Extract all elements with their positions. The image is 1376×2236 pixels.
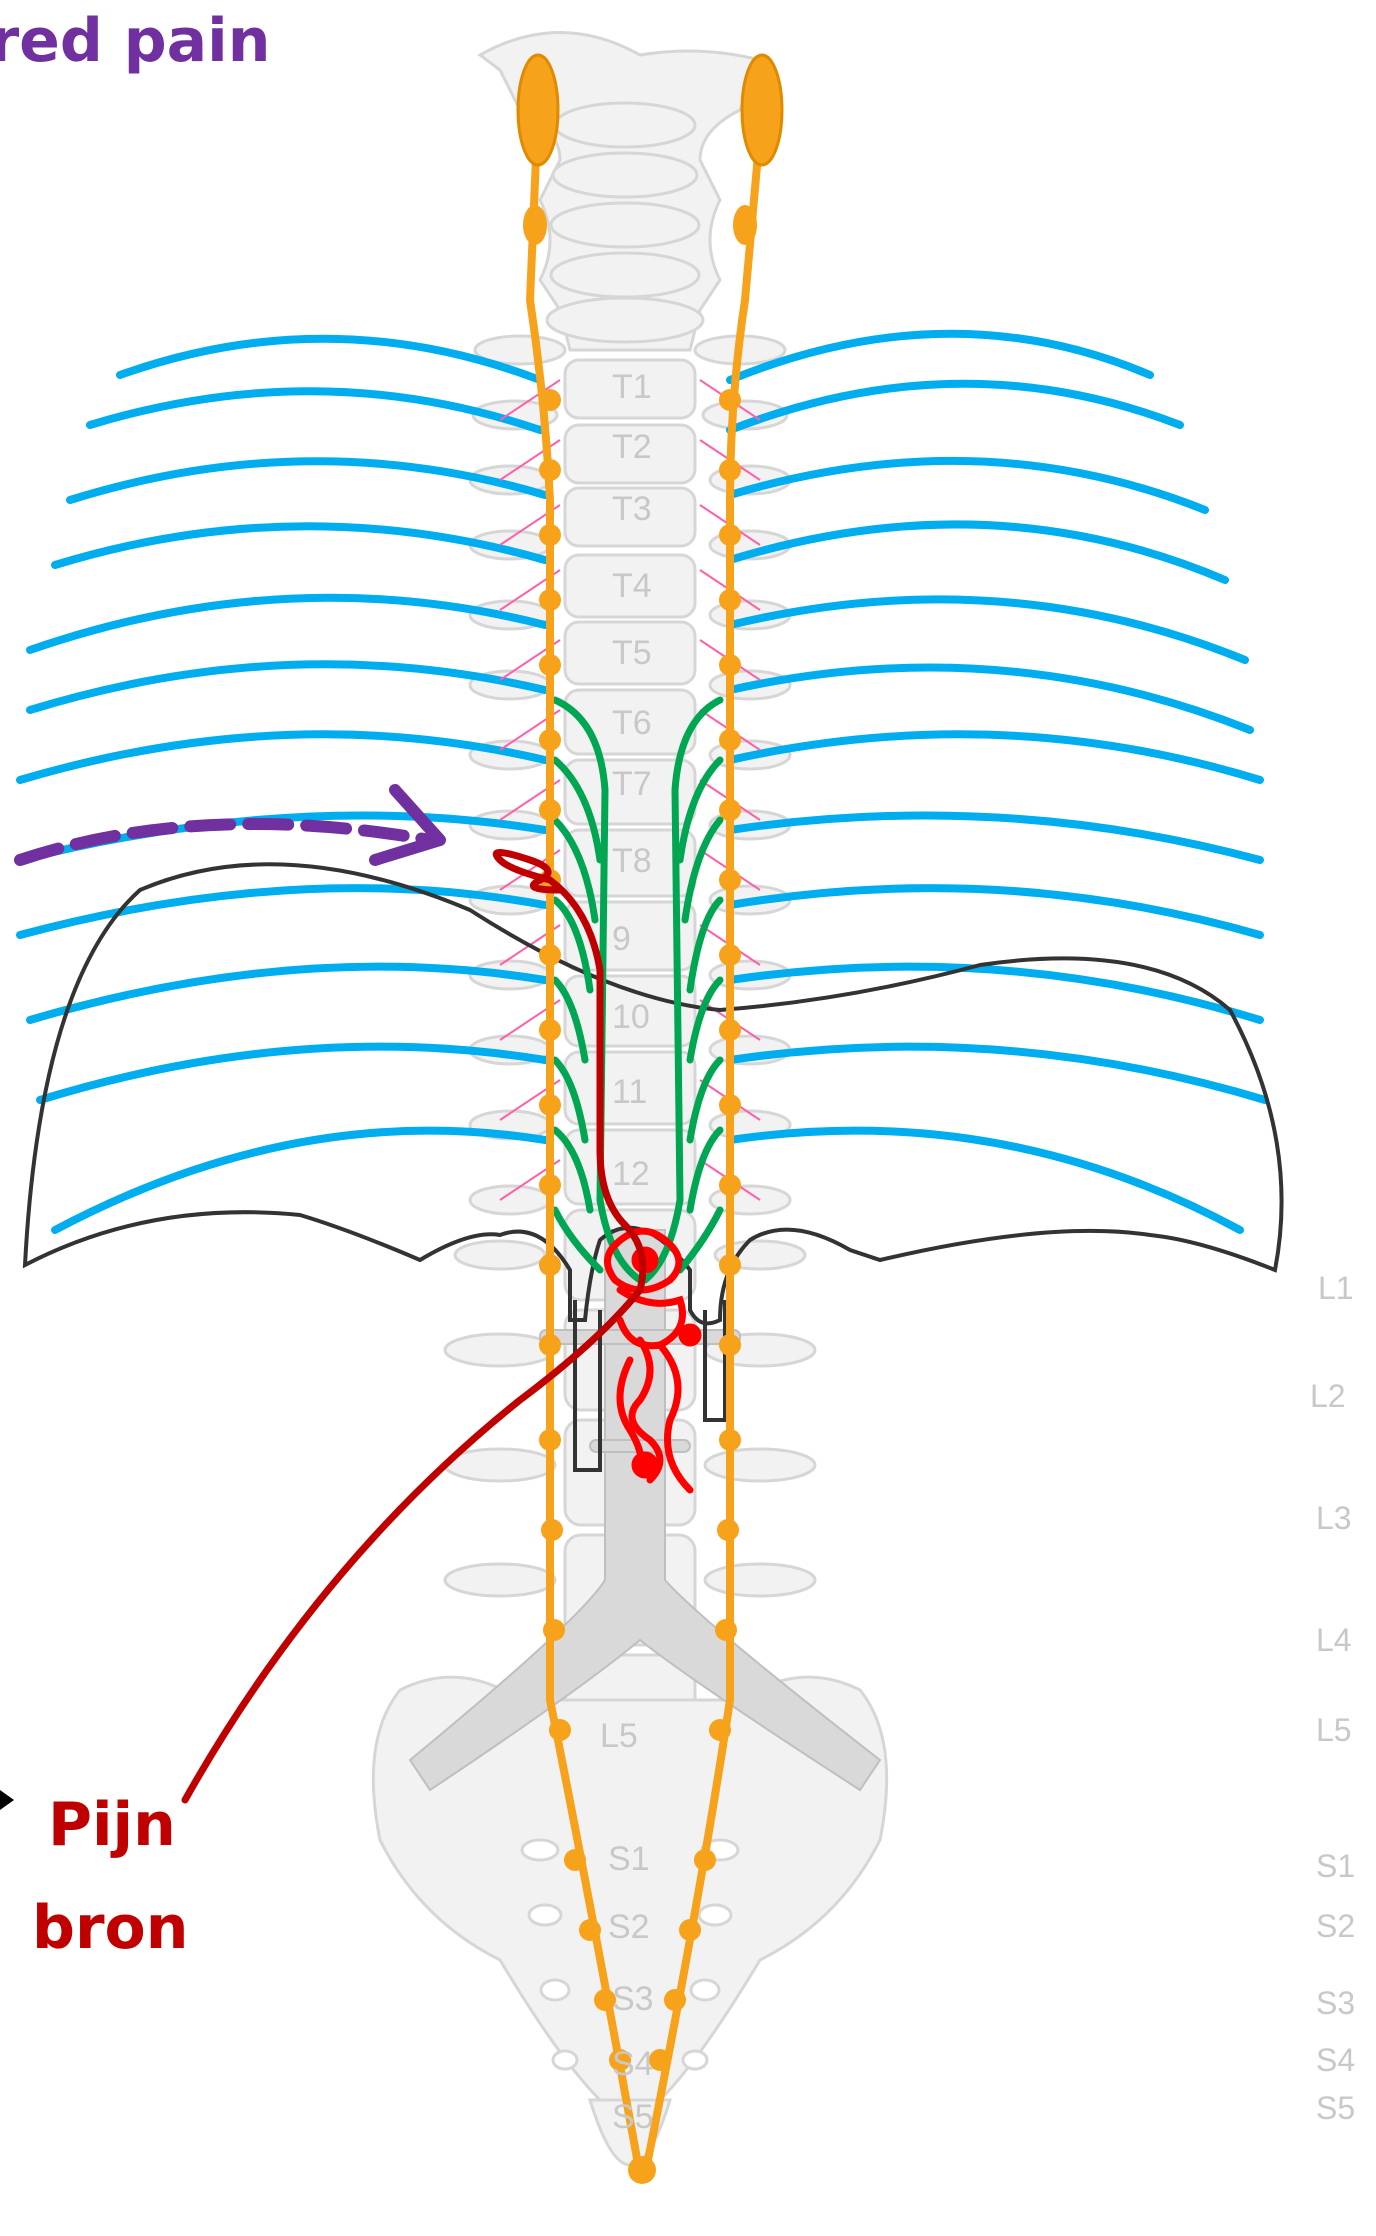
vertebra-label: T2 [612,428,652,466]
level-label-s3: S3 [1316,1985,1355,2022]
level-label-l3: L3 [1316,1500,1352,1537]
vertebra-label: T1 [612,368,652,406]
level-label-l1: L1 [1318,1270,1354,1307]
vertebra-label: S1 [608,1840,650,1878]
vertebra-label: 12 [612,1155,650,1193]
vertebra-label: 9 [612,920,631,958]
vertebra-label: T6 [612,704,652,742]
source-label-line2: bron [32,1893,188,1963]
vertebra-label: T5 [612,634,652,672]
source-pointer-arrow [0,1790,14,1810]
level-label-s4: S4 [1316,2042,1355,2079]
level-label-s1: S1 [1316,1848,1355,1885]
vertebra-label: S4 [612,2045,654,2083]
vertebra-label: 11 [612,1073,647,1111]
vertebra-label: S3 [612,1980,654,2018]
level-label-l2: L2 [1310,1378,1346,1415]
page-title: rred pain [0,6,270,76]
level-label-s2: S2 [1316,1908,1355,1945]
vertebra-label: S5 [612,2098,654,2136]
vertebra-label: T7 [612,765,652,803]
level-label-l4: L4 [1316,1622,1352,1659]
source-label-line1: Pijn [48,1790,176,1860]
level-label-l5: L5 [1316,1712,1352,1749]
vertebra-label: S2 [608,1908,650,1946]
vertebra-label: T3 [612,490,652,528]
vertebra-label: L5 [600,1717,638,1755]
vertebra-label: T8 [612,842,652,880]
vertebra-label: 10 [612,998,650,1036]
level-label-s5: S5 [1316,2090,1355,2127]
vertebra-label: T4 [612,567,652,605]
